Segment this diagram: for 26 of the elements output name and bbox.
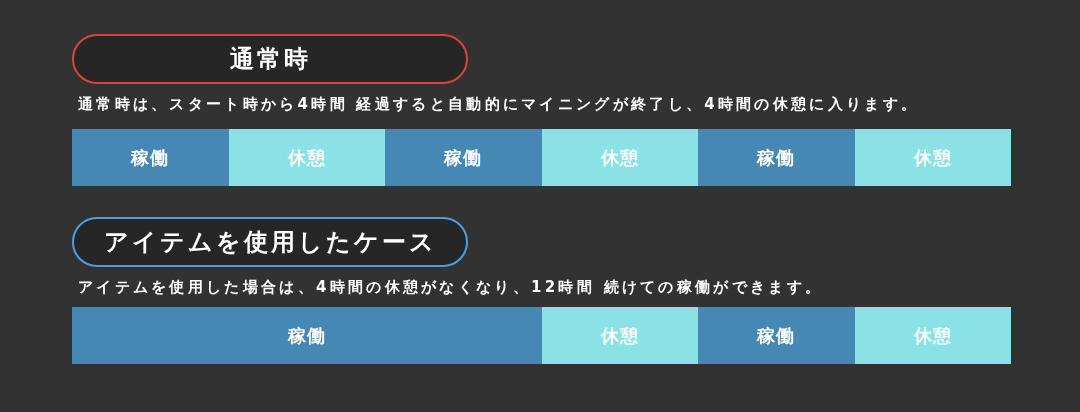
description-text: 通常時は、スタート時から4時間 経過すると自動的にマイニングが終了し、4時間の休憩に入ります。	[78, 94, 920, 114]
timeline-segment	[541, 307, 698, 364]
title-pill	[72, 34, 468, 84]
segment-label: 休憩	[600, 148, 639, 167]
segment-label: 休憩	[600, 326, 639, 345]
segment-label: 稼働	[287, 326, 326, 345]
segment-label: 稼働	[131, 148, 170, 167]
timeline-segment	[698, 129, 855, 186]
section-heading: 通常時	[229, 47, 311, 71]
section-heading: アイテムを使用したケース	[103, 230, 437, 254]
segment-label: 稼働	[757, 326, 796, 345]
timeline-segment	[541, 129, 698, 186]
timeline-segment	[698, 307, 855, 364]
segment-label: 稼働	[757, 148, 796, 167]
timeline-segment	[228, 129, 385, 186]
timeline-segment	[72, 307, 542, 364]
title-pill	[72, 217, 468, 267]
description-text: アイテムを使用した場合は、4時間の休憩がなくなり、12時間 続けての稼働ができます。	[78, 277, 824, 297]
timeline-segment	[72, 129, 229, 186]
segment-label: 休憩	[913, 326, 952, 345]
timeline-segment	[854, 129, 1011, 186]
segment-label: 休憩	[287, 148, 326, 167]
timeline-segment	[854, 307, 1011, 364]
segment-label: 稼働	[444, 148, 483, 167]
segment-label: 休憩	[913, 148, 952, 167]
timeline-segment	[385, 129, 542, 186]
